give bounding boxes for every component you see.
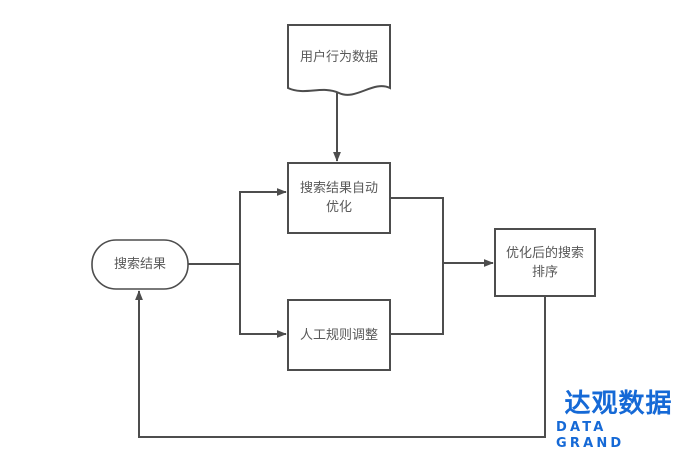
node-optimized-ranking-shape (494, 228, 596, 297)
edge-auto-to-merge (390, 197, 444, 263)
node-manual-rule-adjust-shape (287, 299, 391, 371)
node-user-behavior-data-shape (287, 24, 391, 96)
edge-ranking-feedback (135, 290, 546, 438)
brand-logo-chinese-text: 达观数据 (564, 388, 673, 419)
edge-results-to-auto (239, 188, 287, 264)
edge-manual-to-merge (390, 263, 444, 335)
brand-logo: 达观数据 DATA GRAND (556, 388, 681, 451)
brand-logo-english-text: DATA GRAND (556, 419, 625, 451)
edge-results-to-manual (239, 264, 287, 338)
node-auto-optimize-shape (287, 162, 391, 234)
node-search-results-shape (91, 239, 189, 290)
